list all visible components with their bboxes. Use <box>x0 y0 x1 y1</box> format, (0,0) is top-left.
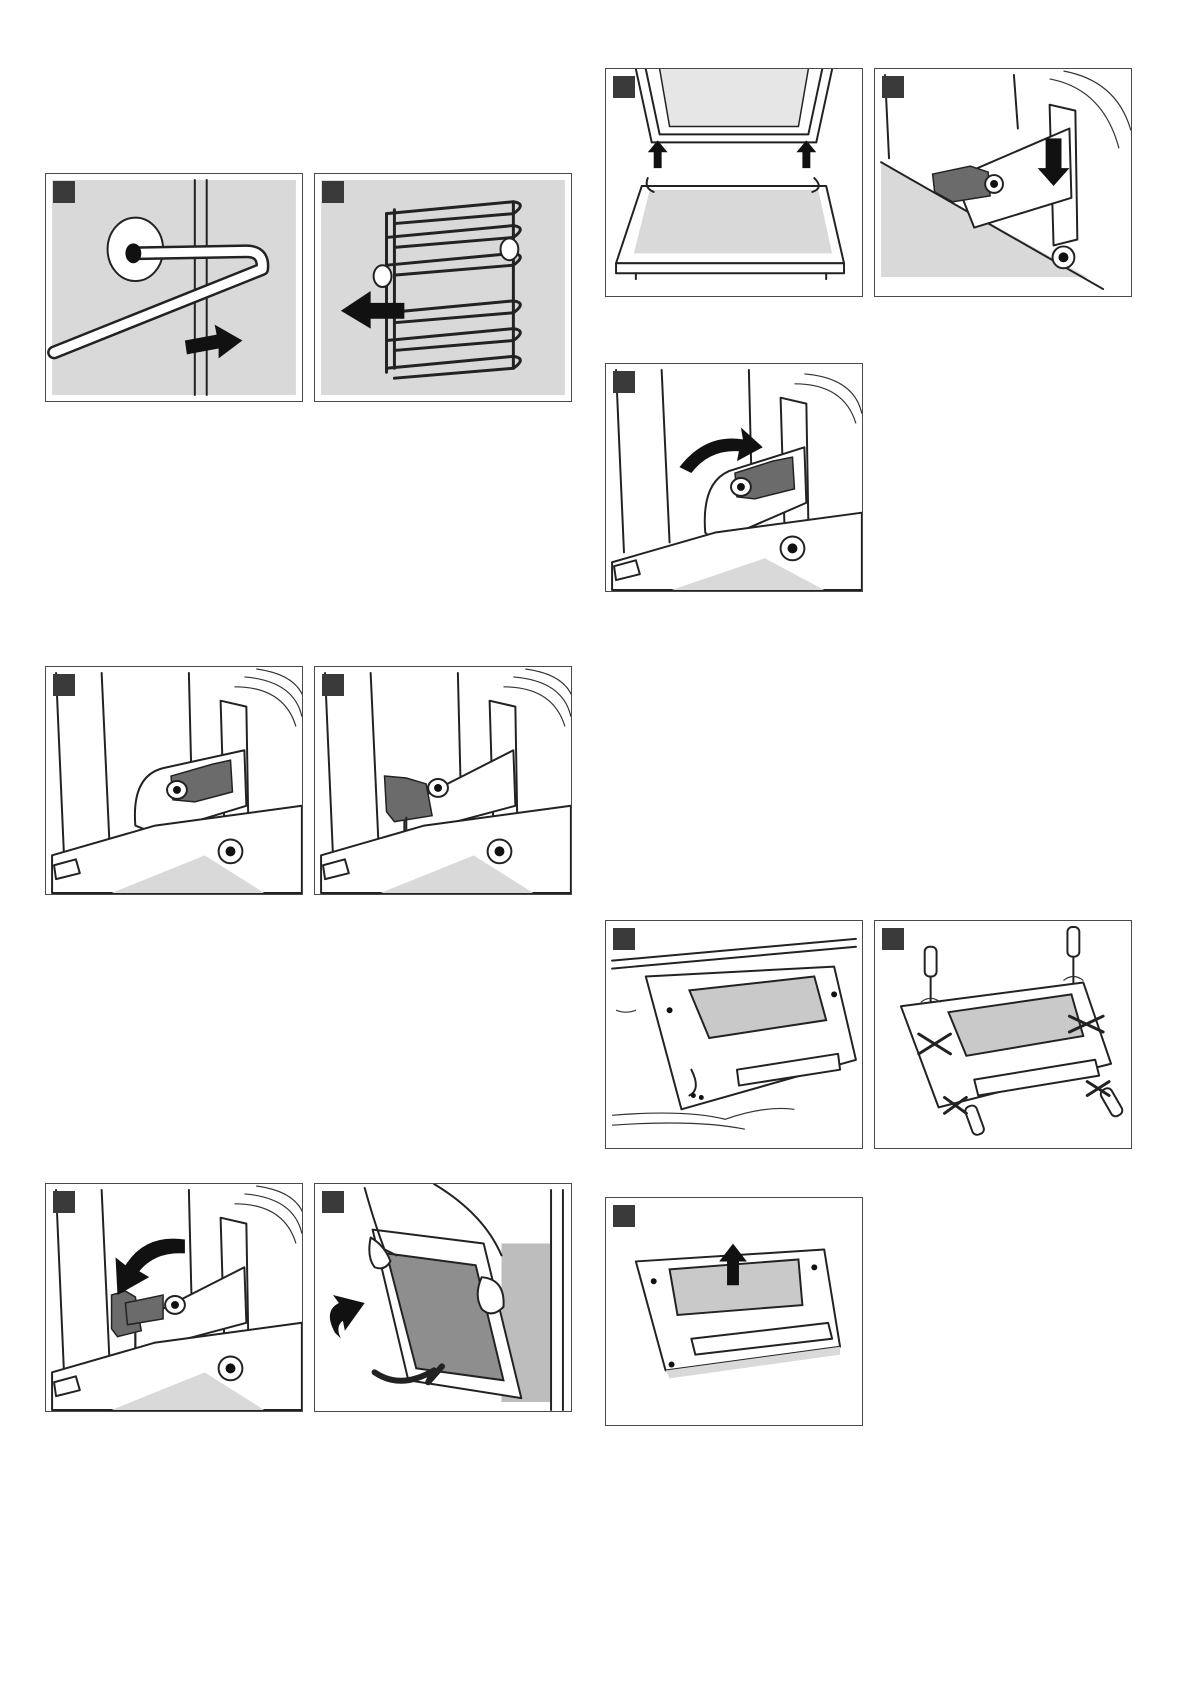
figure-glass-pane-remove <box>605 1197 863 1426</box>
figure-rail-unhook <box>45 173 303 402</box>
figure-hinge-lever-open <box>314 666 572 895</box>
step-marker <box>613 928 635 950</box>
figure-hinge-lever-down <box>45 1183 303 1412</box>
step-marker <box>322 181 344 203</box>
figure-hinge-slot-insert <box>874 68 1132 297</box>
figure-hinge-lever-closed <box>45 666 303 895</box>
figure-door-glass-lift <box>605 68 863 297</box>
figure-door-screws <box>874 920 1132 1149</box>
step-marker <box>613 1205 635 1227</box>
step-marker <box>322 674 344 696</box>
step-marker <box>53 674 75 696</box>
step-marker <box>53 1191 75 1213</box>
step-marker <box>882 928 904 950</box>
step-marker <box>613 371 635 393</box>
step-marker <box>53 181 75 203</box>
figure-hinge-lever-close-back <box>605 363 863 592</box>
step-marker <box>322 1191 344 1213</box>
figure-door-panel-flat <box>605 920 863 1149</box>
step-marker <box>882 76 904 98</box>
figure-rack-remove <box>314 173 572 402</box>
step-marker <box>613 76 635 98</box>
figure-door-lift-off <box>314 1183 572 1412</box>
